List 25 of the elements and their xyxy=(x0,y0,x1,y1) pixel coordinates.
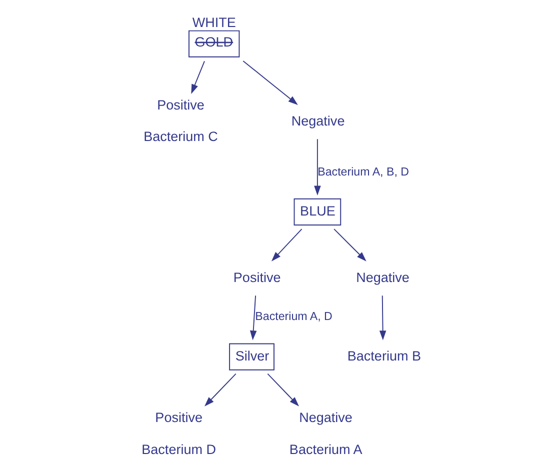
edge-label: Bacterium A, D xyxy=(254,311,332,324)
node-box: BLUE xyxy=(293,198,341,226)
node-label: Bacterium D xyxy=(141,442,216,458)
arrow xyxy=(242,60,298,105)
node-text: Positive xyxy=(232,270,280,286)
node-label: Bacterium A xyxy=(288,442,362,458)
node-box: Silver xyxy=(228,343,274,370)
node-text: Bacterium B xyxy=(346,348,421,364)
node-text: Negative xyxy=(290,114,344,129)
arrow xyxy=(314,138,320,196)
node-label: WHITE xyxy=(192,15,236,30)
node-text: Positive xyxy=(154,410,202,426)
node-box: GOLD xyxy=(188,30,240,58)
arrow xyxy=(378,295,386,340)
node-text: Positive xyxy=(156,97,204,112)
node-text: Negative xyxy=(356,270,409,286)
arrow xyxy=(249,295,256,340)
node-label: Bacterium C xyxy=(143,129,218,144)
arrow xyxy=(333,228,366,262)
arrow xyxy=(190,60,204,94)
arrow xyxy=(270,228,302,262)
arrow xyxy=(204,373,236,406)
arrow xyxy=(266,373,299,406)
node-text: Negative xyxy=(298,410,352,426)
edge-label: Bacterium A, B, D xyxy=(317,166,409,178)
